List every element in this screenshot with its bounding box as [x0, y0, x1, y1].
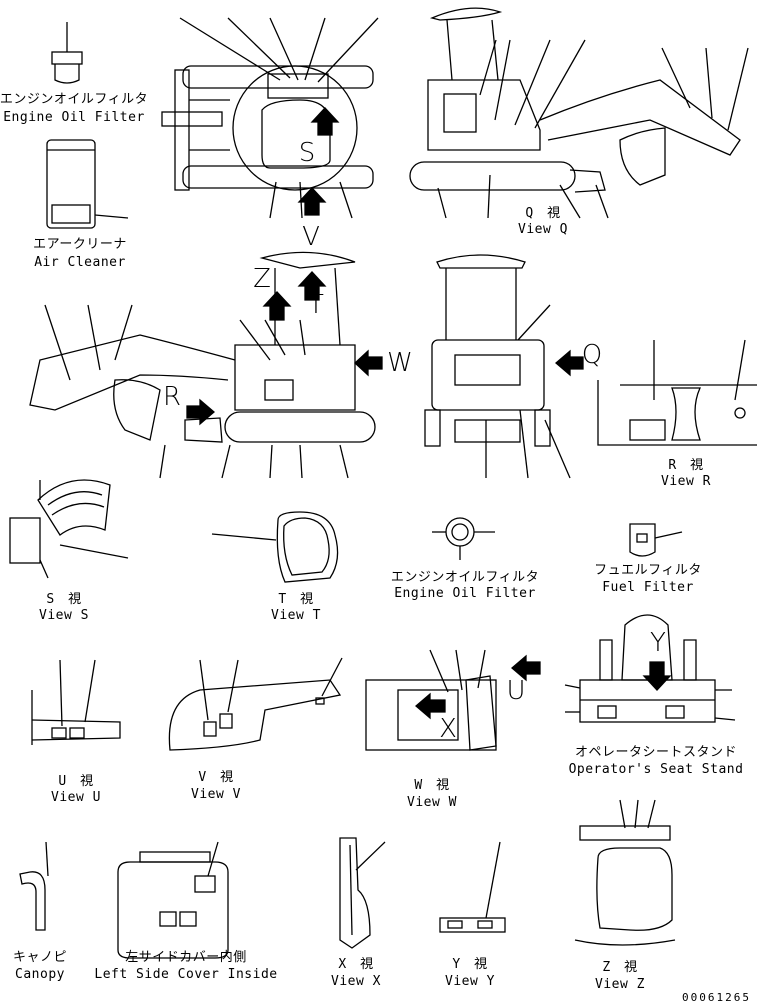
- drawing-number: 00061265: [682, 991, 751, 1004]
- fuel-filter-ja: フュエルフィルタ: [594, 563, 702, 578]
- view-z-en: View Z: [595, 977, 645, 992]
- canopy-drawing: [19, 841, 49, 931]
- view-w-ja: W 視: [414, 778, 450, 793]
- marker-z: Z: [253, 264, 271, 294]
- engine-oil-filter-mid-ja: エンジンオイルフィルタ: [390, 570, 540, 585]
- left-side-cover-drawing: [117, 841, 229, 959]
- fuel-filter-en: Fuel Filter: [602, 580, 694, 595]
- fuel-filter-drawing: [629, 523, 683, 557]
- view-r-ja: R 視: [668, 458, 704, 473]
- marker-u: U: [506, 676, 526, 706]
- canopy-ja: キャノピ: [12, 950, 68, 965]
- engine-oil-filter-top-ja: エンジンオイルフィルタ: [0, 92, 149, 107]
- air-cleaner-drawing: [46, 139, 129, 229]
- canopy-en: Canopy: [15, 967, 65, 982]
- marker-r: R: [162, 382, 182, 412]
- view-v-drawing: [168, 657, 343, 751]
- marker-y: Y: [650, 628, 666, 658]
- engine-oil-filter-top-en: Engine Oil Filter: [3, 110, 145, 125]
- marker-q: Q: [581, 340, 603, 370]
- view-y-ja: Y 視: [452, 957, 488, 972]
- excavator-rear-view: [424, 254, 584, 479]
- excavator-top-view: [161, 17, 379, 219]
- engine-oil-filter-mid-en: Engine Oil Filter: [394, 586, 536, 601]
- view-w-en: View W: [407, 795, 457, 810]
- view-t-en: View T: [271, 608, 321, 623]
- view-z-drawing: [574, 799, 676, 946]
- seat-stand-ja: オペレータシートスタンド: [574, 745, 738, 760]
- seat-stand-en: Operator's Seat Stand: [568, 762, 744, 777]
- left-cover-en: Left Side Cover Inside: [94, 967, 278, 982]
- view-y-drawing: [439, 841, 506, 933]
- view-t-ja: T 視: [278, 592, 314, 607]
- left-cover-ja: 左サイドカバー内側: [125, 950, 247, 965]
- view-x-en: View X: [331, 974, 381, 989]
- view-r-en: View R: [661, 474, 711, 489]
- view-s-drawing: [9, 479, 129, 579]
- view-v-ja: V 視: [198, 770, 234, 785]
- marker-v: V: [302, 222, 320, 252]
- engine-oil-filter-mid-drawing: [432, 517, 495, 560]
- marker-s: S: [298, 138, 316, 168]
- excavator-side-view-left: [29, 251, 383, 479]
- view-q-ja: Q 視: [525, 206, 561, 221]
- engine-oil-filter-top-drawing: [51, 22, 83, 84]
- marker-t: T: [308, 290, 324, 320]
- view-u-ja: U 視: [58, 774, 94, 789]
- view-s-en: View S: [39, 608, 89, 623]
- view-x-ja: X 視: [338, 957, 374, 972]
- operator-seat-stand-drawing: [564, 614, 736, 723]
- view-q-en: View Q: [518, 222, 568, 237]
- view-y-en: View Y: [445, 974, 495, 989]
- view-x-drawing: [339, 837, 386, 949]
- excavator-side-view-right: [409, 7, 749, 219]
- view-u-en: View U: [51, 790, 101, 805]
- marker-x: X: [439, 714, 457, 744]
- view-u-drawing: [31, 659, 121, 745]
- air-cleaner-ja: エアークリーナ: [33, 237, 127, 252]
- view-s-ja: S 視: [46, 592, 82, 607]
- air-cleaner-en: Air Cleaner: [34, 255, 126, 270]
- view-v-en: View V: [191, 787, 241, 802]
- view-t-drawing: [211, 511, 339, 583]
- marker-w: W: [387, 348, 413, 378]
- view-w-drawing: [365, 649, 541, 751]
- view-z-ja: Z 視: [602, 960, 638, 975]
- view-r-drawing: [597, 339, 757, 446]
